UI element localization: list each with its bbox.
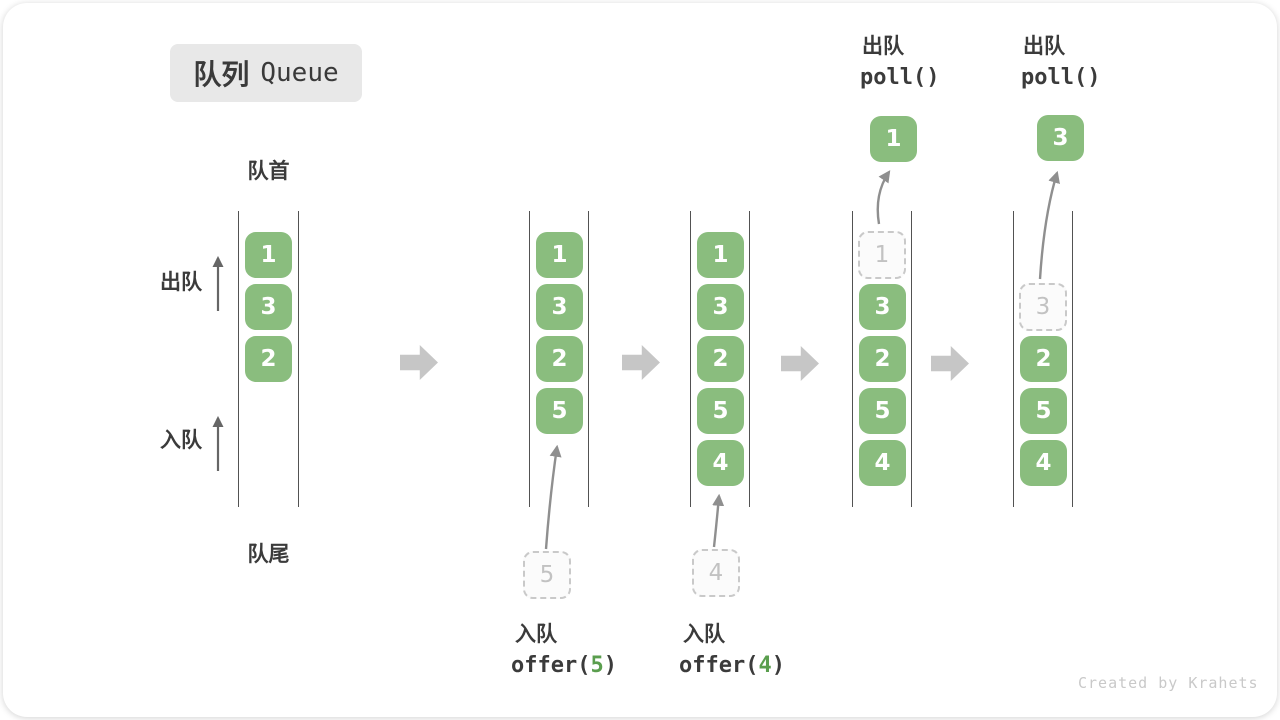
enqueue-label: 入队 (160, 429, 202, 452)
removed-block-q5: 3 (1019, 283, 1067, 331)
queue-block: 4 (859, 440, 906, 486)
front-label: 队首 (247, 160, 290, 183)
queue-block: 3 (859, 284, 906, 330)
dequeue-op-code-q4: poll() (860, 65, 940, 90)
queue-block: 1 (697, 232, 744, 278)
queue-block: 2 (697, 336, 744, 382)
pending-block-q3: 4 (692, 549, 740, 597)
queue-block: 3 (245, 284, 292, 330)
pending-block-q2: 5 (523, 551, 571, 599)
queue-block: 5 (536, 388, 583, 434)
queue-block: 3 (536, 284, 583, 330)
queue-block: 4 (697, 440, 744, 486)
popped-block-q4: 1 (870, 116, 917, 162)
rear-label: 队尾 (247, 543, 290, 566)
dequeue-op-code-q5: poll() (1021, 65, 1101, 90)
queue-block: 5 (859, 388, 906, 434)
queue-block: 3 (697, 284, 744, 330)
code-fn: offer( (511, 653, 591, 678)
queue-rails-4 (852, 211, 912, 507)
queue-block: 5 (697, 388, 744, 434)
queue-block: 2 (536, 336, 583, 382)
enqueue-op-code-q3: offer(4) (679, 653, 785, 678)
queue-block: 4 (1020, 440, 1067, 486)
dequeue-op-label-q4: 出队 (862, 35, 904, 58)
queue-block: 2 (859, 336, 906, 382)
dequeue-label: 出队 (160, 271, 202, 294)
enqueue-op-code-q2: offer(5) (511, 653, 617, 678)
enqueue-op-label-q3: 入队 (683, 623, 725, 646)
popped-block-q5: 3 (1037, 115, 1084, 161)
removed-block-q4: 1 (858, 231, 906, 279)
code-fn: offer( (679, 653, 759, 678)
watermark: Created by Krahets (1078, 674, 1259, 692)
title-english: Queue (260, 58, 339, 88)
title-box: 队列 Queue (170, 44, 362, 102)
code-close: ) (603, 653, 617, 678)
queue-rails-3 (690, 211, 750, 507)
queue-rails-1 (238, 211, 299, 507)
queue-block: 1 (245, 232, 292, 278)
queue-block: 2 (1020, 336, 1067, 382)
code-arg: 5 (590, 653, 604, 678)
enqueue-op-label-q2: 入队 (515, 623, 557, 646)
queue-block: 1 (536, 232, 583, 278)
queue-rails-2 (529, 211, 589, 507)
queue-rails-5 (1013, 211, 1073, 507)
dequeue-op-label-q5: 出队 (1023, 35, 1065, 58)
queue-block: 2 (245, 336, 292, 382)
title-chinese: 队列 (193, 59, 250, 90)
code-close: ) (771, 653, 785, 678)
code-arg: 4 (758, 653, 772, 678)
queue-block: 5 (1020, 388, 1067, 434)
